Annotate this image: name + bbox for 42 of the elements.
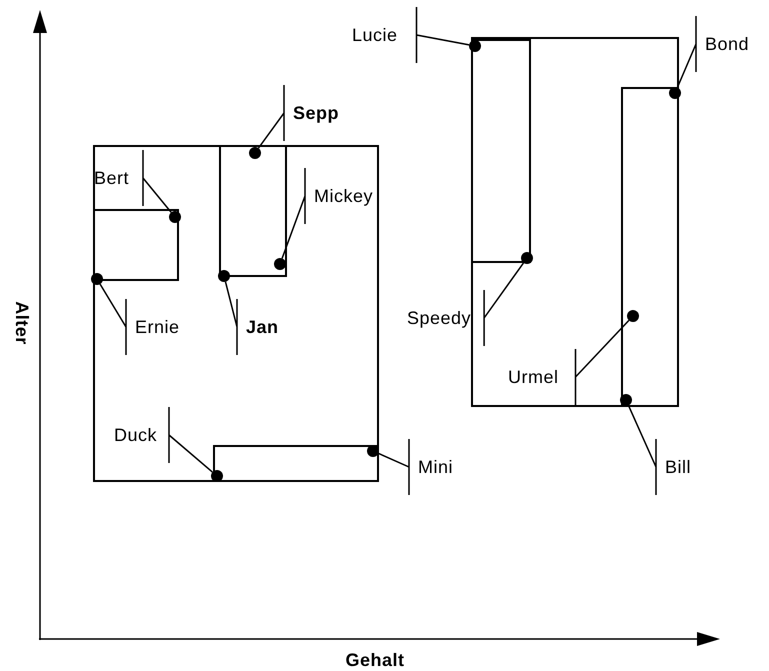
data-point: [169, 211, 181, 223]
leader-line: [676, 15, 697, 88]
name-label: Jan: [246, 317, 279, 337]
bounding-rectangle: [471, 39, 531, 263]
leader-line: [281, 167, 306, 260]
leader-line: [416, 6, 470, 64]
name-label: Speedy: [407, 308, 472, 328]
data-point: [620, 394, 632, 406]
leader-line: [224, 281, 238, 356]
name-label: Bill: [665, 457, 692, 477]
name-label: Lucie: [352, 25, 398, 45]
name-label: Sepp: [293, 103, 340, 123]
data-point: [211, 470, 223, 482]
name-label: Mini: [418, 457, 454, 477]
data-point: [669, 87, 681, 99]
data-point: [627, 310, 639, 322]
leader-line: [142, 149, 172, 214]
leader-line: [258, 84, 285, 149]
data-point: [469, 40, 481, 52]
data-point: [367, 445, 379, 457]
name-label: Mickey: [314, 186, 374, 206]
data-point: [218, 270, 230, 282]
data-point: [91, 273, 103, 285]
bounding-rectangle: [93, 145, 379, 482]
leader-line: [378, 438, 410, 496]
data-point: [521, 252, 533, 264]
name-label: Urmel: [508, 367, 558, 387]
data-point: [274, 258, 286, 270]
name-label: Ernie: [135, 317, 180, 337]
name-label: Bert: [94, 168, 130, 188]
axis-title: Gehalt: [346, 650, 405, 670]
data-point: [249, 147, 261, 159]
leader-line: [168, 406, 214, 473]
leader-line: [483, 262, 524, 347]
leader-line: [628, 404, 657, 496]
bounding-rectangle: [471, 37, 679, 407]
leader-line: [574, 320, 630, 406]
name-label: Duck: [114, 425, 158, 445]
bounding-rectangle: [621, 87, 679, 407]
axis-title: Alter: [12, 301, 32, 345]
bounding-rectangle: [213, 445, 379, 482]
name-label: Bond: [705, 34, 750, 54]
